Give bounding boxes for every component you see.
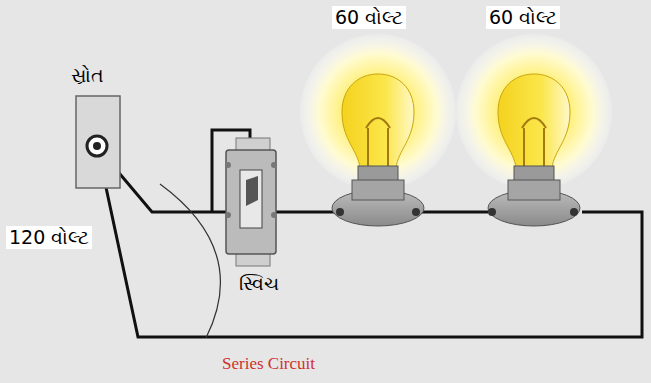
voltage-label: 60 વોલ્ટ (332, 6, 406, 29)
caption: Series Circuit (222, 354, 315, 374)
light-bulb (300, 34, 456, 226)
voltage-label: 60 વોલ્ટ (486, 6, 560, 29)
light-bulb (456, 34, 612, 226)
switch-symbol (225, 138, 277, 266)
bracket-arc (160, 184, 220, 338)
voltage-label: 120 વોલ્ટ (6, 226, 92, 249)
wall-outlet (76, 96, 120, 188)
switch-label: સ્વિચ (236, 272, 282, 295)
source-label: સ્રોત (68, 64, 107, 87)
